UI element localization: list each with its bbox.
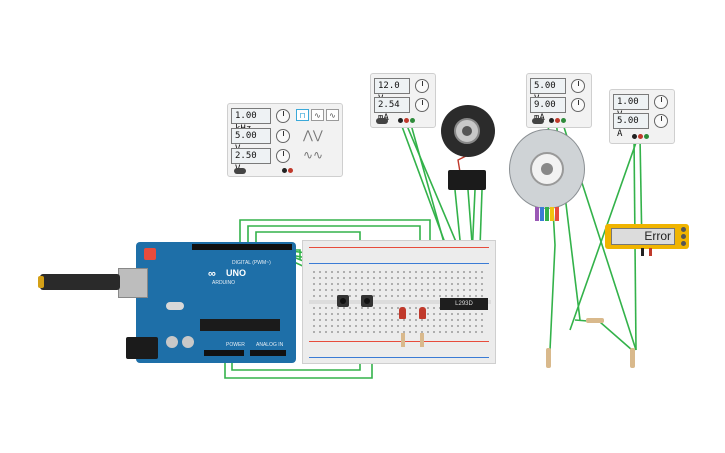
supply2-voltage-display: 5.00 V	[530, 78, 566, 104]
multimeter-probe-black[interactable]	[641, 248, 644, 256]
supply1-terminal-black[interactable]	[398, 118, 403, 123]
resistor-2[interactable]	[630, 348, 635, 368]
power-supply-2[interactable]: 5.00 V 9.00 mA	[526, 73, 592, 128]
supply1-terminal-red[interactable]	[404, 118, 409, 123]
supply1-current-display: 2.54 mA	[374, 97, 410, 123]
led-2[interactable]	[419, 307, 426, 319]
arduino-brand: ARDUINO	[212, 280, 236, 286]
dc-motor-connector[interactable]	[535, 207, 561, 227]
supply1-terminal-green[interactable]	[410, 118, 415, 123]
dc-motor-shaft	[541, 163, 553, 175]
amplitude-knob[interactable]	[276, 129, 290, 143]
supply3-voltage-knob[interactable]	[654, 95, 668, 109]
resistor-1[interactable]	[546, 348, 551, 368]
supply1-voltage-display: 12.0 V	[374, 78, 410, 104]
led-1[interactable]	[399, 307, 406, 319]
multimeter[interactable]: Error	[605, 224, 689, 249]
capacitor-1	[166, 336, 178, 348]
l293d-chip[interactable]: L293D	[440, 298, 488, 310]
crystal-oscillator	[166, 302, 184, 310]
supply3-terminal-green[interactable]	[644, 134, 649, 139]
power-toggle[interactable]	[234, 168, 246, 174]
dc-jack[interactable]	[126, 337, 158, 359]
motor-driver-board[interactable]	[448, 170, 486, 190]
triangle-wave-button[interactable]: ∿	[311, 109, 324, 121]
amplitude-display: 5.00 V	[231, 128, 271, 154]
analog-header[interactable]	[250, 350, 286, 356]
sine-wave-button[interactable]: ∿	[326, 109, 339, 121]
digital-label: DIGITAL (PWM~)	[232, 260, 271, 266]
arduino-logo-icon: ∞	[208, 268, 216, 280]
power-supply-3[interactable]: 1.00 V 5.00 A	[609, 89, 675, 144]
supply3-voltage-display: 1.00 V	[613, 94, 649, 120]
analog-label: ANALOG IN	[256, 342, 284, 348]
dc-motor[interactable]	[509, 129, 585, 209]
triangle-wave-icon: ⋀⋁	[303, 128, 323, 142]
push-button-1[interactable]	[337, 295, 349, 307]
supply1-current-knob[interactable]	[415, 98, 429, 112]
digital-header[interactable]	[192, 244, 292, 250]
multimeter-display: Error	[611, 228, 675, 245]
offset-knob[interactable]	[276, 149, 290, 163]
l293d-label: L293D	[455, 301, 473, 307]
breadboard-rail-top-red	[309, 247, 489, 248]
frequency-knob[interactable]	[276, 109, 290, 123]
supply3-terminal-black[interactable]	[632, 134, 637, 139]
supply3-current-knob[interactable]	[654, 114, 668, 128]
breadboard-resistor-1[interactable]	[401, 333, 405, 347]
usb-cable-tip	[38, 276, 44, 288]
terminal-red[interactable]	[288, 168, 293, 173]
breadboard-rail-top-blue	[309, 263, 489, 264]
supply2-voltage-knob[interactable]	[571, 79, 585, 93]
square-wave-button[interactable]: ⊓	[296, 109, 309, 121]
breadboard-divider	[309, 300, 491, 304]
supply2-terminal-red[interactable]	[555, 118, 560, 123]
supply2-terminal-green[interactable]	[561, 118, 566, 123]
breadboard-rail-bottom-red	[309, 341, 489, 342]
supply3-terminal-red[interactable]	[638, 134, 643, 139]
power-supply-1[interactable]: 12.0 V 2.54 mA	[370, 73, 436, 128]
multimeter-terminal-3[interactable]	[681, 241, 686, 246]
usb-port[interactable]	[118, 268, 148, 298]
sine-wave-icon: ∿∿	[303, 148, 324, 162]
supply1-voltage-knob[interactable]	[415, 79, 429, 93]
resistor-3[interactable]	[586, 318, 604, 323]
stepper-motor[interactable]	[441, 105, 495, 157]
frequency-display: 1.00 kHz	[231, 108, 271, 134]
arduino-model: UNO	[226, 268, 246, 278]
reset-button[interactable]	[144, 248, 156, 260]
supply2-power-toggle[interactable]	[532, 118, 544, 124]
push-button-2[interactable]	[361, 295, 373, 307]
breadboard[interactable]: L293D	[302, 240, 496, 364]
usb-cable[interactable]	[40, 274, 120, 290]
supply2-current-knob[interactable]	[571, 98, 585, 112]
multimeter-terminal-2[interactable]	[681, 234, 686, 239]
arduino-board[interactable]: DIGITAL (PWM~) ∞ UNO ARDUINO POWER ANALO…	[136, 242, 296, 363]
capacitor-2	[182, 336, 194, 348]
supply1-power-toggle[interactable]	[376, 118, 388, 124]
supply3-current-display: 5.00 A	[613, 113, 649, 139]
breadboard-rail-bottom-blue	[309, 357, 489, 358]
multimeter-terminal-1[interactable]	[681, 227, 686, 232]
multimeter-probe-red[interactable]	[649, 248, 652, 256]
function-generator[interactable]: 1.00 kHz 5.00 V 2.50 V ⊓ ∿ ∿ ⋀⋁ ∿∿	[227, 103, 343, 177]
terminal-black[interactable]	[282, 168, 287, 173]
offset-display: 2.50 V	[231, 148, 271, 174]
power-header[interactable]	[204, 350, 244, 356]
supply2-terminal-black[interactable]	[549, 118, 554, 123]
breadboard-resistor-2[interactable]	[420, 333, 424, 347]
supply2-current-display: 9.00 mA	[530, 97, 566, 123]
atmega-chip	[200, 319, 280, 331]
power-label: POWER	[226, 342, 245, 348]
